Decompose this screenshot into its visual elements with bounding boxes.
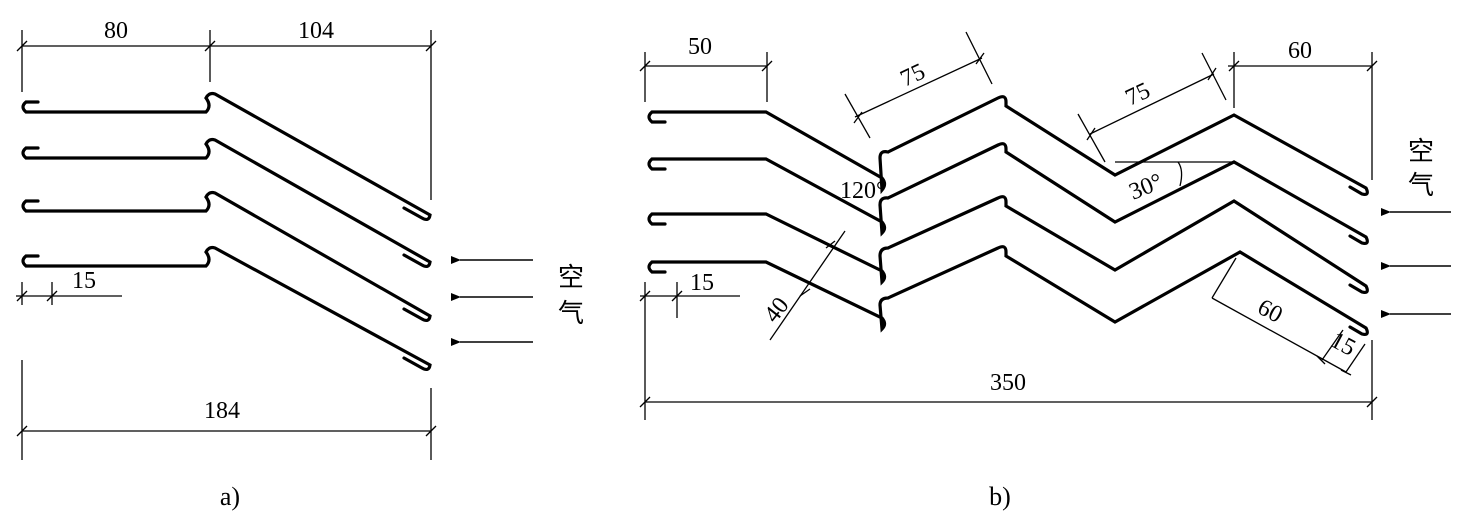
figure-a-dim-15: 15 (72, 268, 96, 294)
figure-a-blade-3 (21, 190, 432, 323)
figure-b-blade-2 (647, 142, 1369, 245)
figure-a-dim-104: 104 (298, 18, 334, 44)
figure-a-dim-184: 184 (204, 398, 240, 424)
figure-b-air-arrows (1381, 208, 1451, 318)
figure-b-air-label-2: 气 (1408, 171, 1434, 201)
figure-a-blade-1 (21, 91, 432, 222)
figure-a-air-label-2: 气 (558, 299, 584, 329)
figure-b-blades (647, 95, 1369, 336)
figure-b-blade-4 (647, 245, 1369, 336)
figure-b-blade-1 (647, 95, 1369, 196)
figure-b-dim-50: 50 (688, 34, 712, 60)
figure-a-blade-2 (21, 137, 432, 269)
figure-a-blades (21, 91, 432, 372)
figure-a-caption: a) (220, 482, 240, 511)
figure-b-caption: b) (989, 482, 1011, 511)
figure-b-angle-120: 120° (840, 178, 886, 204)
figure-a-air-label-1: 空 (558, 263, 584, 293)
figure-a-blade-4 (21, 245, 432, 372)
figure-b-dim-15-right: 15 (1326, 327, 1359, 361)
figure-b-dim-75-second: 75 (1122, 78, 1155, 112)
figure-b-dim-15-left: 15 (690, 270, 714, 296)
figure-b-dim-350: 350 (990, 370, 1026, 396)
figure-a: 80 104 15 184 空 气 a) (16, 18, 584, 511)
figure-b-dimension-lines (639, 31, 1378, 420)
figure-a-dimension-lines (16, 30, 437, 460)
figure-b-blade-3 (647, 195, 1369, 294)
figure-b-dim-40: 40 (759, 293, 794, 328)
figure-a-air-arrows (451, 256, 533, 346)
figure-a-dim-80: 80 (104, 18, 128, 44)
figure-b-dim-75-first: 75 (897, 59, 930, 93)
figure-b-air-label-1: 空 (1408, 137, 1434, 167)
figure-b-dim-60-top: 60 (1288, 38, 1312, 64)
figure-b: 50 75 75 60 120° 30° 40 15 60 15 350 空 气… (639, 31, 1451, 511)
